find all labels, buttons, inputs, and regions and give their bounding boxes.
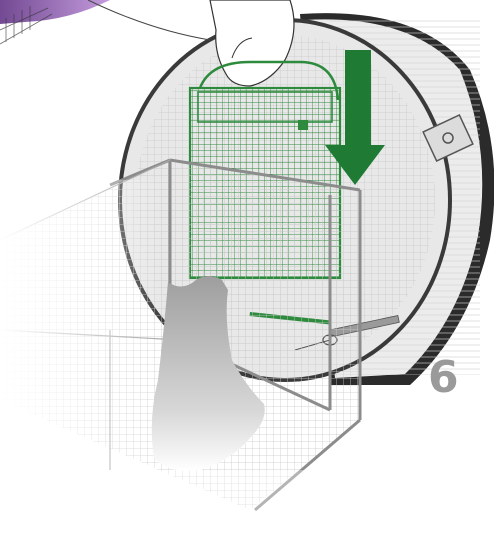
purple-object — [0, 0, 110, 44]
step-number-label: 6 — [428, 356, 459, 400]
